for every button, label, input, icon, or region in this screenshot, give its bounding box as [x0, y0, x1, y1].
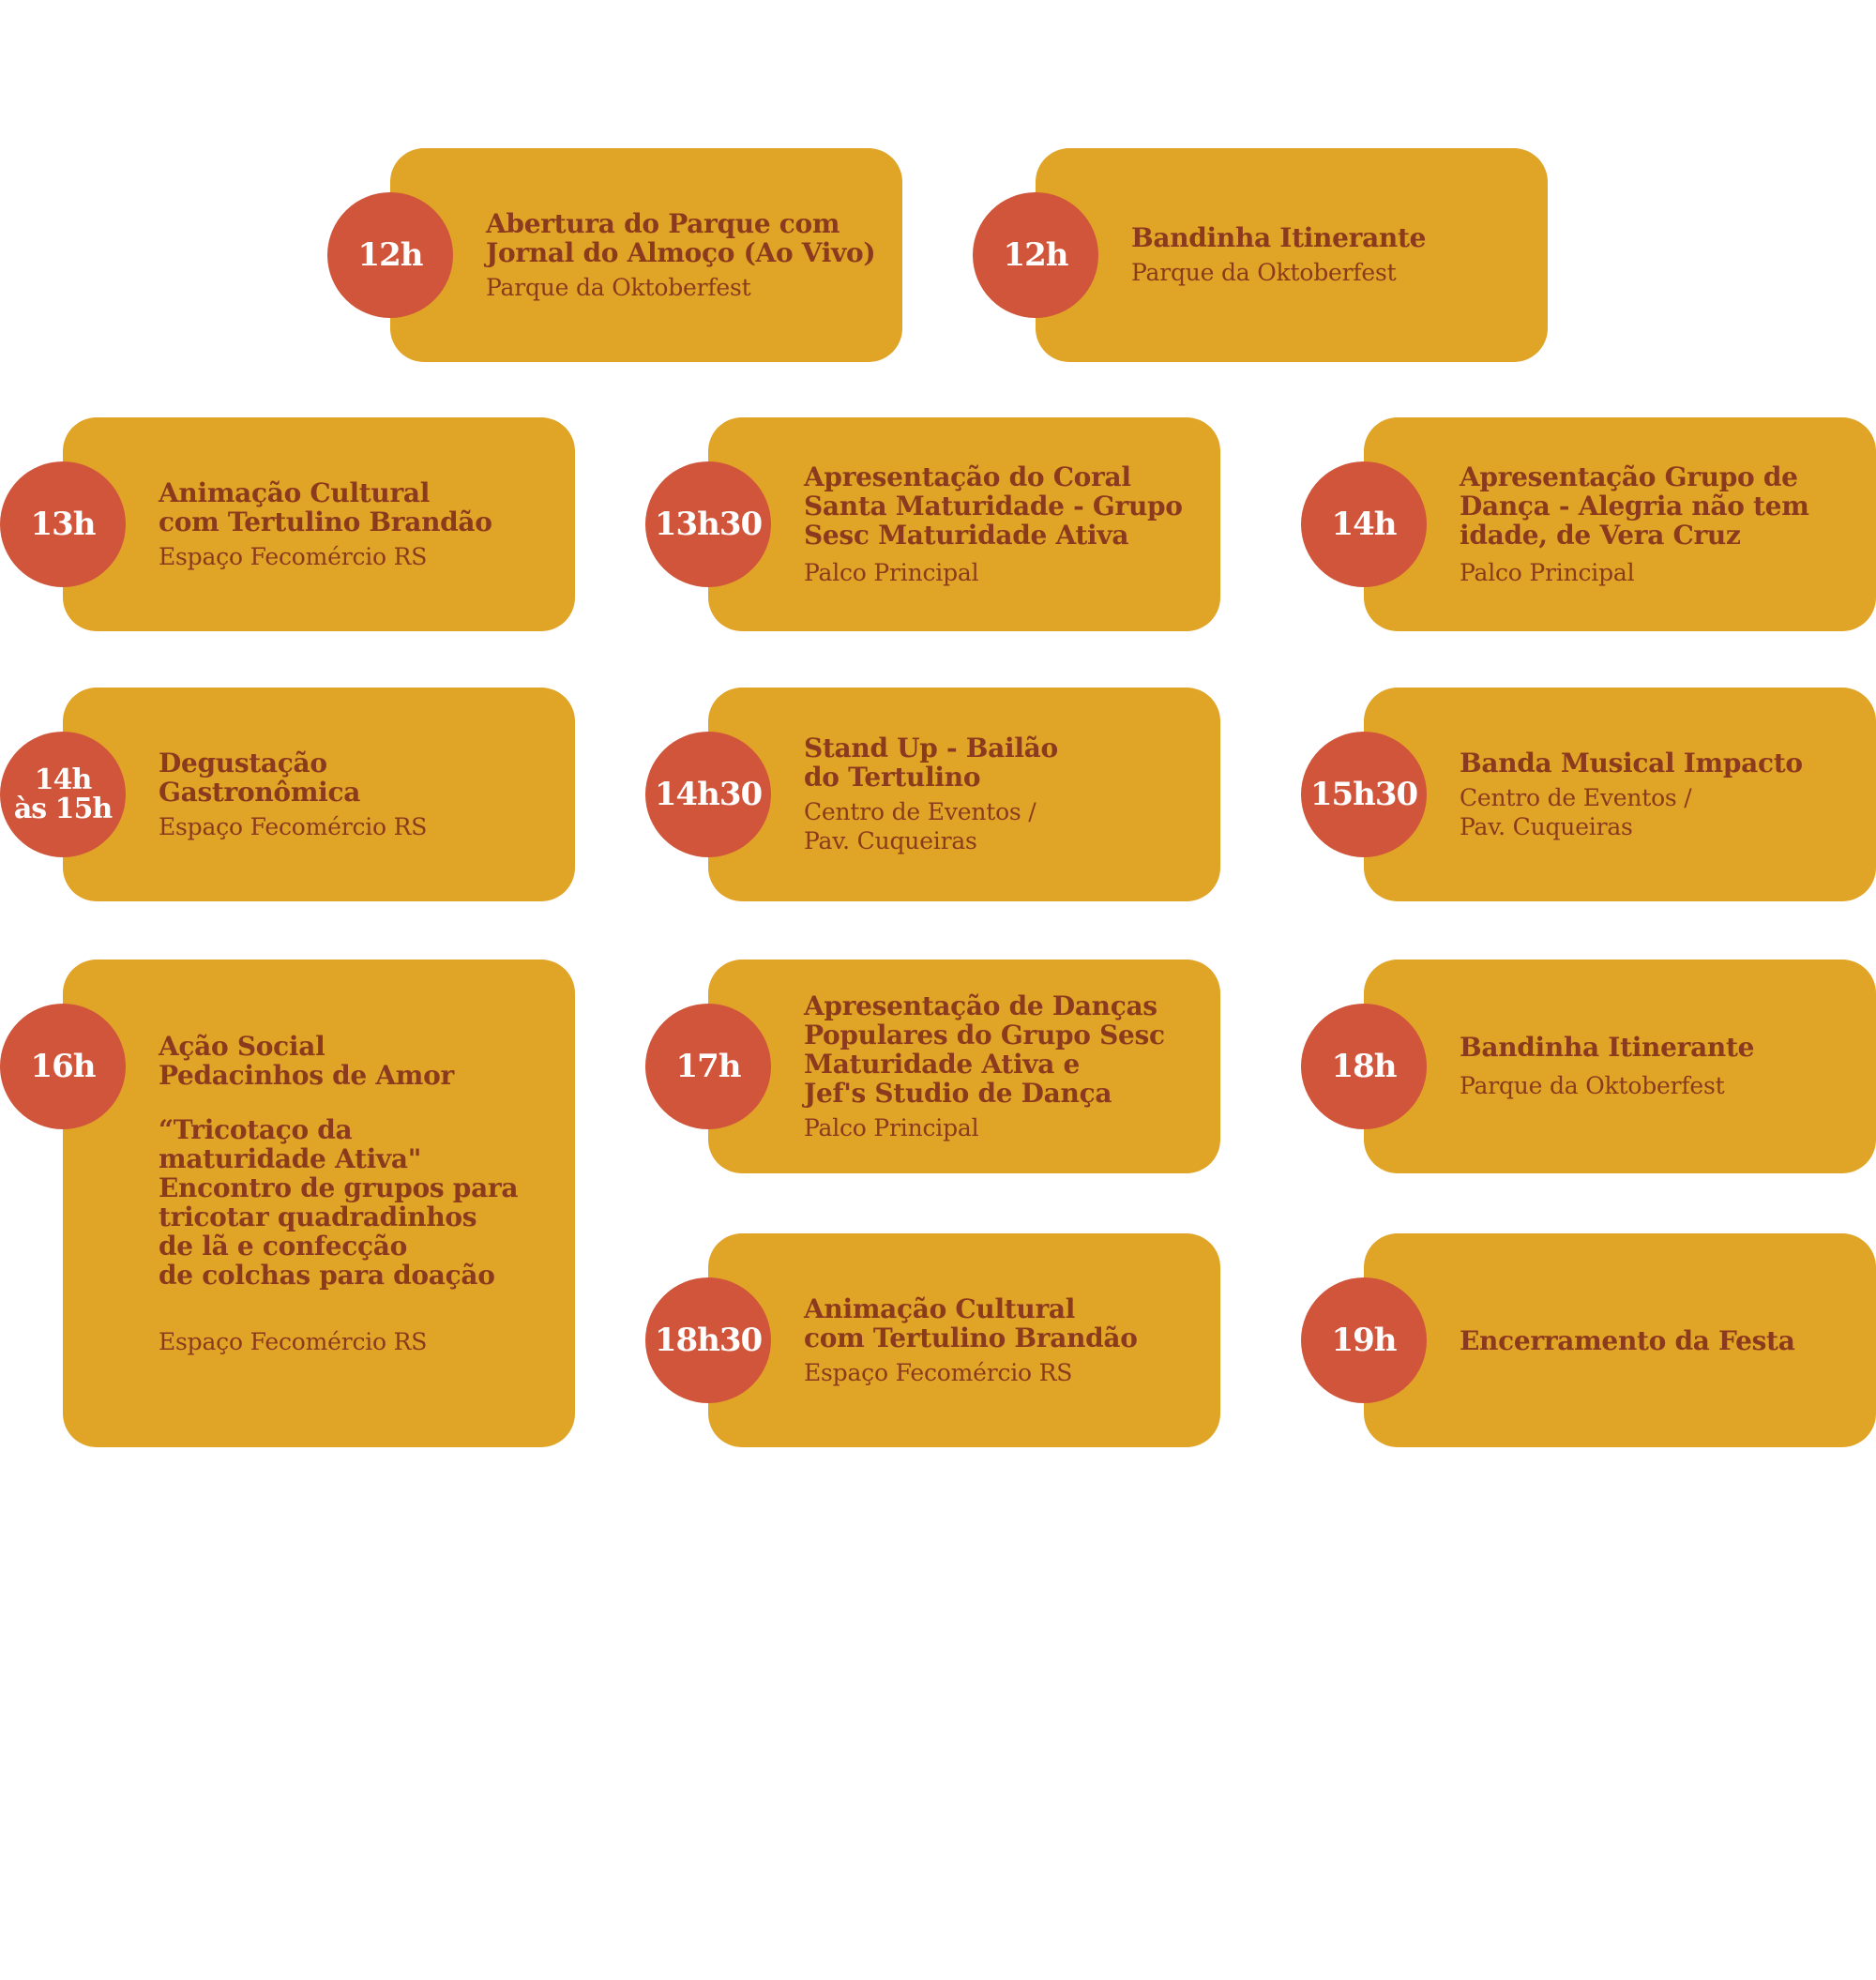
- event-location: Espaço Fecomércio RS: [804, 1358, 1073, 1386]
- time-badge: 12h: [327, 192, 453, 318]
- event-card: [708, 417, 1220, 631]
- event-details: Degustação Gastronômica Espaço Fecomérci…: [159, 688, 562, 901]
- time-badge: 14h30: [645, 732, 771, 857]
- event-title: Apresentação de Danças Populares do Grup…: [804, 990, 1165, 1109]
- event-details: Apresentação do Coral Santa Maturidade -…: [804, 417, 1207, 631]
- event-details: Animação Cultural com Tertulino Brandão …: [159, 417, 562, 631]
- event-card: [708, 1233, 1220, 1447]
- event-card: [63, 417, 575, 631]
- event-details: Apresentação de Danças Populares do Grup…: [804, 960, 1207, 1173]
- event-details: Abertura do Parque com Jornal do Almoço …: [486, 148, 889, 362]
- event-title: Encerramento da Festa: [1460, 1324, 1795, 1356]
- time-badge: 15h30: [1301, 732, 1427, 857]
- time-badge: 18h: [1301, 1004, 1427, 1129]
- time-badge: 14h às 15h: [0, 732, 126, 857]
- event-details: Apresentação Grupo de Dança - Alegria nã…: [1460, 417, 1863, 631]
- event-description: “Tricotaço da maturidade Ativa" Encontro…: [159, 1114, 519, 1291]
- event-details: Encerramento da Festa: [1460, 1233, 1863, 1447]
- event-location: Palco Principal: [804, 1113, 979, 1141]
- time-badge: 12h: [973, 192, 1098, 318]
- event-card: [63, 960, 575, 1447]
- event-card: [1036, 148, 1548, 362]
- event-title: Degustação Gastronômica: [159, 747, 361, 808]
- event-details: Ação Social Pedacinhos de Amor “Tricotaç…: [159, 1032, 562, 1369]
- event-title: Bandinha Itinerante: [1460, 1032, 1755, 1063]
- event-title: Abertura do Parque com Jornal do Almoço …: [486, 207, 876, 268]
- event-card: [1364, 960, 1876, 1173]
- event-location: Palco Principal: [1460, 558, 1635, 586]
- time-badge: 17h: [645, 1004, 771, 1129]
- time-badge: 13h: [0, 461, 126, 587]
- event-location: Parque da Oktoberfest: [486, 273, 751, 301]
- event-title: Animação Cultural com Tertulino Brandão: [804, 1292, 1138, 1353]
- event-details: Stand Up - Bailão do Tertulino Centro de…: [804, 688, 1207, 901]
- event-details: Animação Cultural com Tertulino Brandão …: [804, 1233, 1207, 1447]
- time-badge: 19h: [1301, 1277, 1427, 1403]
- time-badge: 16h: [0, 1004, 126, 1129]
- event-card: [1364, 688, 1876, 901]
- event-title: Apresentação Grupo de Dança - Alegria nã…: [1460, 461, 1809, 551]
- event-title: Stand Up - Bailão do Tertulino: [804, 733, 1058, 793]
- event-location: Parque da Oktoberfest: [1131, 259, 1397, 286]
- event-location: Espaço Fecomércio RS: [159, 1328, 428, 1355]
- event-card: [1364, 1233, 1876, 1447]
- event-card: [390, 148, 902, 362]
- time-badge: 14h: [1301, 461, 1427, 587]
- event-title: Apresentação do Coral Santa Maturidade -…: [804, 461, 1183, 551]
- event-location: Espaço Fecomércio RS: [159, 812, 428, 840]
- event-card: [708, 688, 1220, 901]
- event-title: Ação Social Pedacinhos de Amor: [159, 1031, 454, 1091]
- event-location: Parque da Oktoberfest: [1460, 1072, 1725, 1099]
- time-badge: 18h30: [645, 1277, 771, 1403]
- event-location: Palco Principal: [804, 558, 979, 586]
- time-badge: 13h30: [645, 461, 771, 587]
- event-details: Bandinha Itinerante Parque da Oktoberfes…: [1131, 148, 1535, 362]
- event-location: Centro de Eventos / Pav. Cuqueiras: [1460, 783, 1692, 840]
- event-location: Centro de Eventos / Pav. Cuqueiras: [804, 798, 1036, 854]
- event-title: Banda Musical Impacto: [1460, 747, 1803, 778]
- event-card: [1364, 417, 1876, 631]
- event-details: Banda Musical Impacto Centro de Eventos …: [1460, 688, 1863, 901]
- event-details: Bandinha Itinerante Parque da Oktoberfes…: [1460, 960, 1863, 1173]
- event-location: Espaço Fecomércio RS: [159, 542, 428, 570]
- event-card: [63, 688, 575, 901]
- event-card: [708, 960, 1220, 1173]
- event-title: Bandinha Itinerante: [1131, 222, 1427, 253]
- event-title: Animação Cultural com Tertulino Brandão: [159, 476, 492, 537]
